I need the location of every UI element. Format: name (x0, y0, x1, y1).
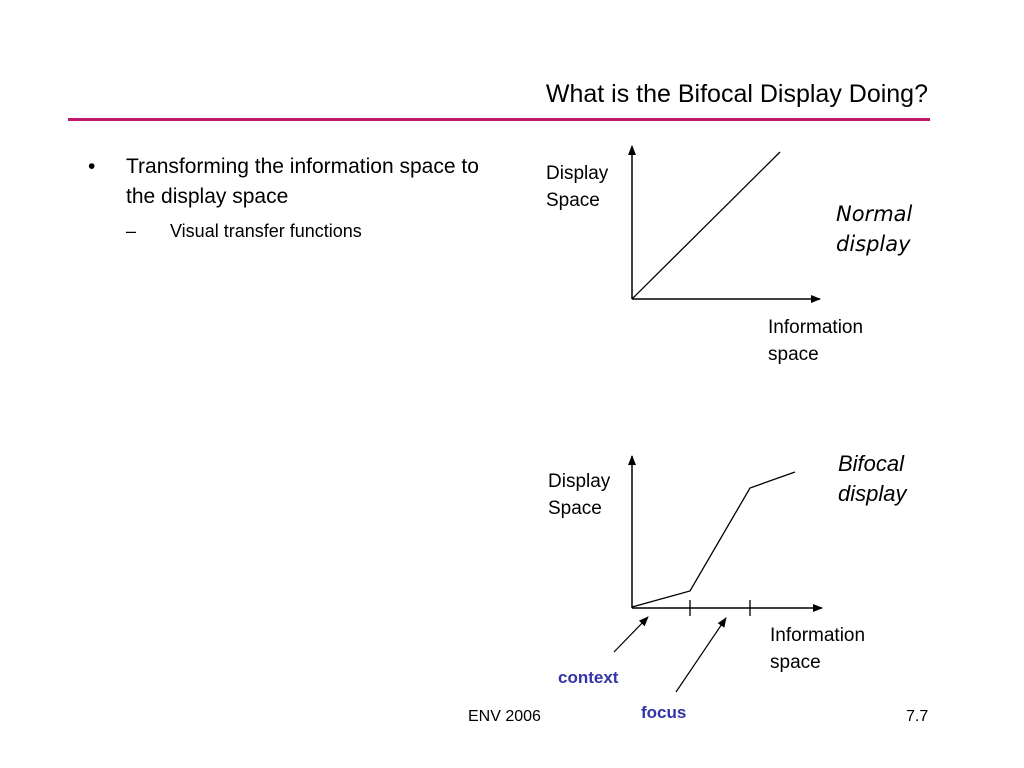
focus-pointer-arrow (675, 617, 727, 693)
bullet-mark: • (88, 155, 96, 178)
bullet-text: Transforming the information space to th… (126, 155, 479, 208)
top-x-label: Information space (768, 317, 864, 365)
sub-bullet-mark: – (126, 221, 137, 241)
context-pointer-arrow (613, 616, 649, 653)
sub-bullet-text: Visual transfer functions (170, 221, 362, 241)
context-label: context (558, 668, 619, 687)
bottom-y-label: Display Space (548, 471, 611, 519)
footer-course: ENV 2006 (468, 708, 541, 725)
sub-bullet-item: – Visual transfer functions (126, 218, 488, 244)
normal-transfer-line (631, 151, 781, 300)
bullet-item: • Transforming the information space to … (88, 152, 488, 212)
slide-title: What is the Bifocal Display Doing? (545, 80, 928, 108)
top-y-label: Display Space (546, 163, 609, 211)
title-divider (68, 118, 930, 121)
focus-label: focus (641, 703, 687, 722)
bifocal-display-caption: Bifocal display (838, 451, 907, 506)
bifocal-transfer-line (631, 471, 796, 608)
normal-display-caption: Normal display (836, 202, 913, 256)
slide-number: 7.7 (906, 708, 929, 725)
bullet-list: • Transforming the information space to … (88, 152, 488, 244)
bottom-x-label: Information space (770, 625, 866, 673)
